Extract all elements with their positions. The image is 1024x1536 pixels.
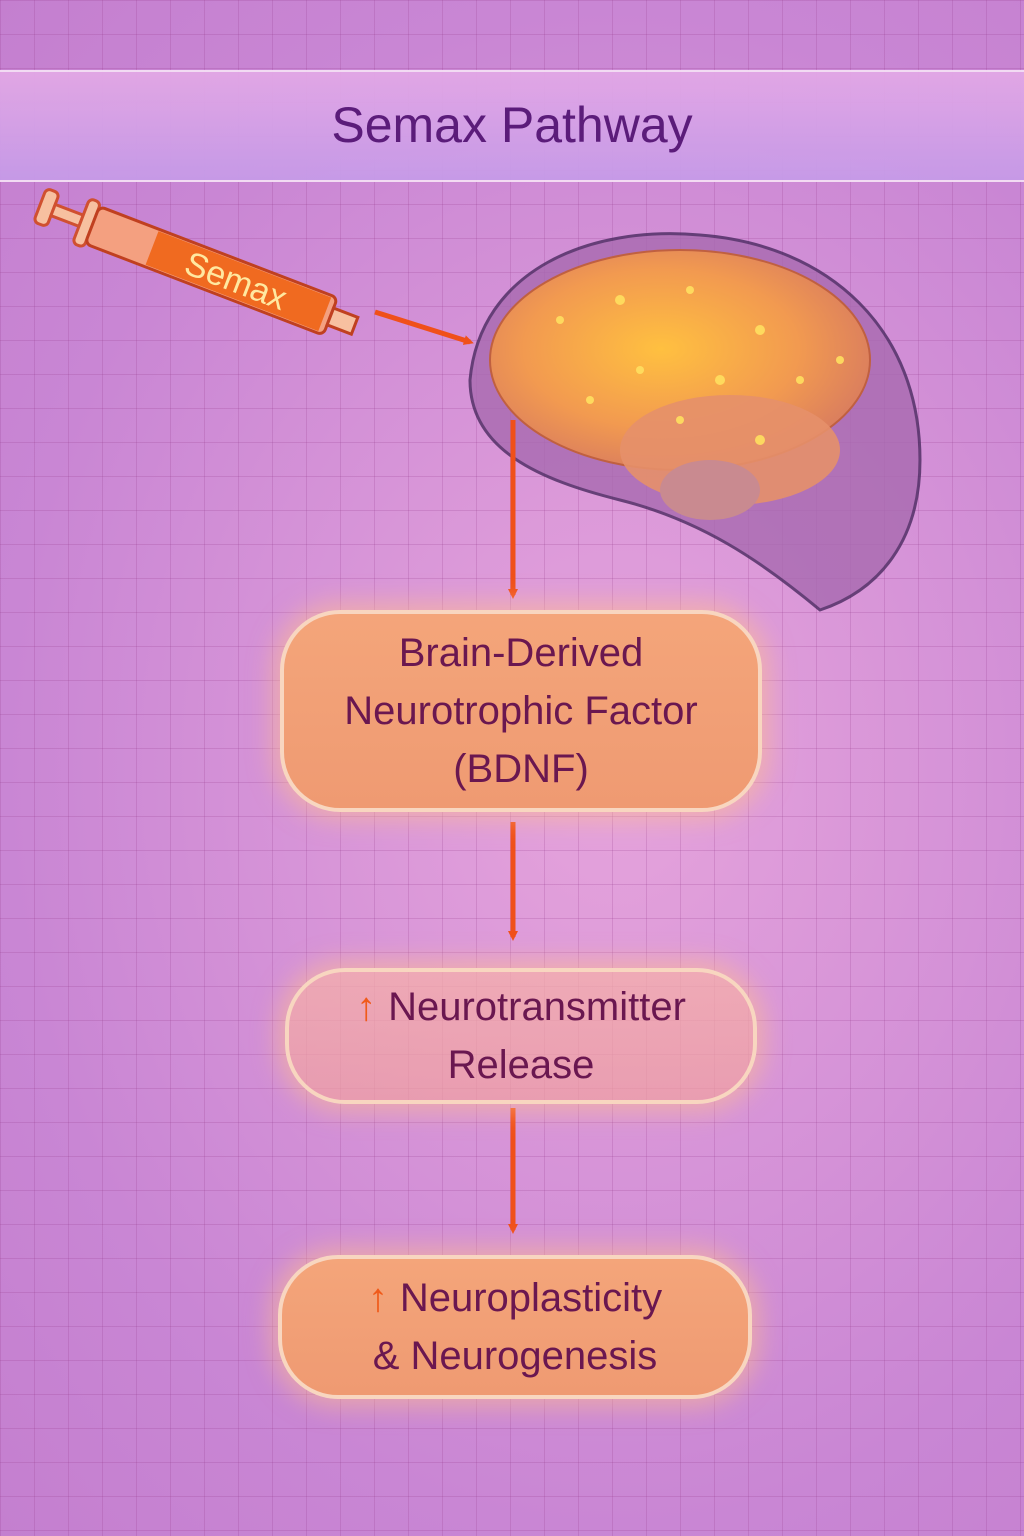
step-neuroplasticity-box: ↑Neuroplasticity & Neurogenesis: [278, 1255, 752, 1399]
step-neuroplasticity-line: & Neurogenesis: [372, 1334, 658, 1378]
step-neurotransmitter-line: Neurotransmitter: [388, 985, 686, 1029]
step-neurotransmitter-line: Release: [447, 1043, 595, 1087]
step-neurotransmitter-box: ↑Neurotransmitter Release: [285, 968, 757, 1104]
step-bdnf-line: Brain-Derived: [398, 631, 644, 675]
brain-image: [489, 249, 871, 520]
up-arrow-icon: ↑: [367, 1276, 388, 1320]
step-bdnf-line: Neurotrophic Factor: [344, 689, 698, 733]
syringe-label: Semax: [179, 244, 291, 317]
step-bdnf-box: Brain-Derived Neurotrophic Factor (BDNF): [280, 610, 762, 812]
page-title: Semax Pathway: [331, 97, 693, 153]
syringe-icon: Semax: [33, 188, 360, 337]
step-neuroplasticity-line: Neuroplasticity: [399, 1276, 663, 1320]
step-bdnf-line: (BDNF): [453, 747, 589, 791]
up-arrow-icon: ↑: [356, 985, 377, 1029]
arrow-syringe-to-brain: [374, 309, 474, 345]
title-band: [0, 70, 1024, 182]
